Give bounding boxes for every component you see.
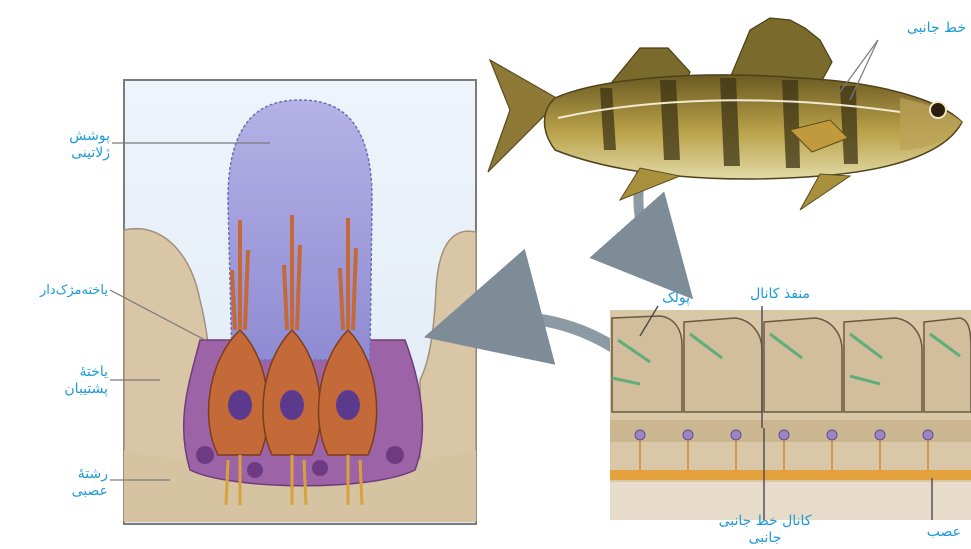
label-nerve-fiber-line1: رشتهٔ [40, 466, 108, 483]
label-canal-opening: منفذ کانال [710, 286, 810, 303]
label-nerve-fiber-line2: عصبی [40, 483, 108, 500]
label-gel-cover: پوشش ژلاتینی [30, 128, 110, 162]
label-gel-cover-line2: ژلاتینی [30, 145, 110, 162]
label-lateral-line-canal: کانال خط جانبی جانبی [700, 513, 830, 547]
fish-illustration [488, 18, 962, 210]
label-nerve: عصب [905, 524, 961, 541]
label-lateral-line: خط جانبی [870, 20, 966, 37]
label-support-cell: یاختهٔ پشتیبان [30, 364, 108, 398]
label-support-cell-line2: پشتیبان [30, 381, 108, 398]
arrow-to-neuromast [482, 318, 615, 348]
label-gel-cover-line1: پوشش [30, 128, 110, 145]
neuromast-panel [110, 80, 476, 524]
label-lateral-line-canal-line2: جانبی [700, 530, 830, 547]
label-scale: پولک [640, 290, 690, 307]
label-ciliated-cell: یاخته‌مژک‌دار [0, 282, 108, 299]
canal-cross-section [610, 306, 971, 520]
label-nerve-fiber: رشتهٔ عصبی [40, 466, 108, 500]
gel-cupula [228, 100, 372, 360]
label-support-cell-line1: یاختهٔ [30, 364, 108, 381]
label-lateral-line-canal-line1: کانال خط جانبی [700, 513, 830, 530]
